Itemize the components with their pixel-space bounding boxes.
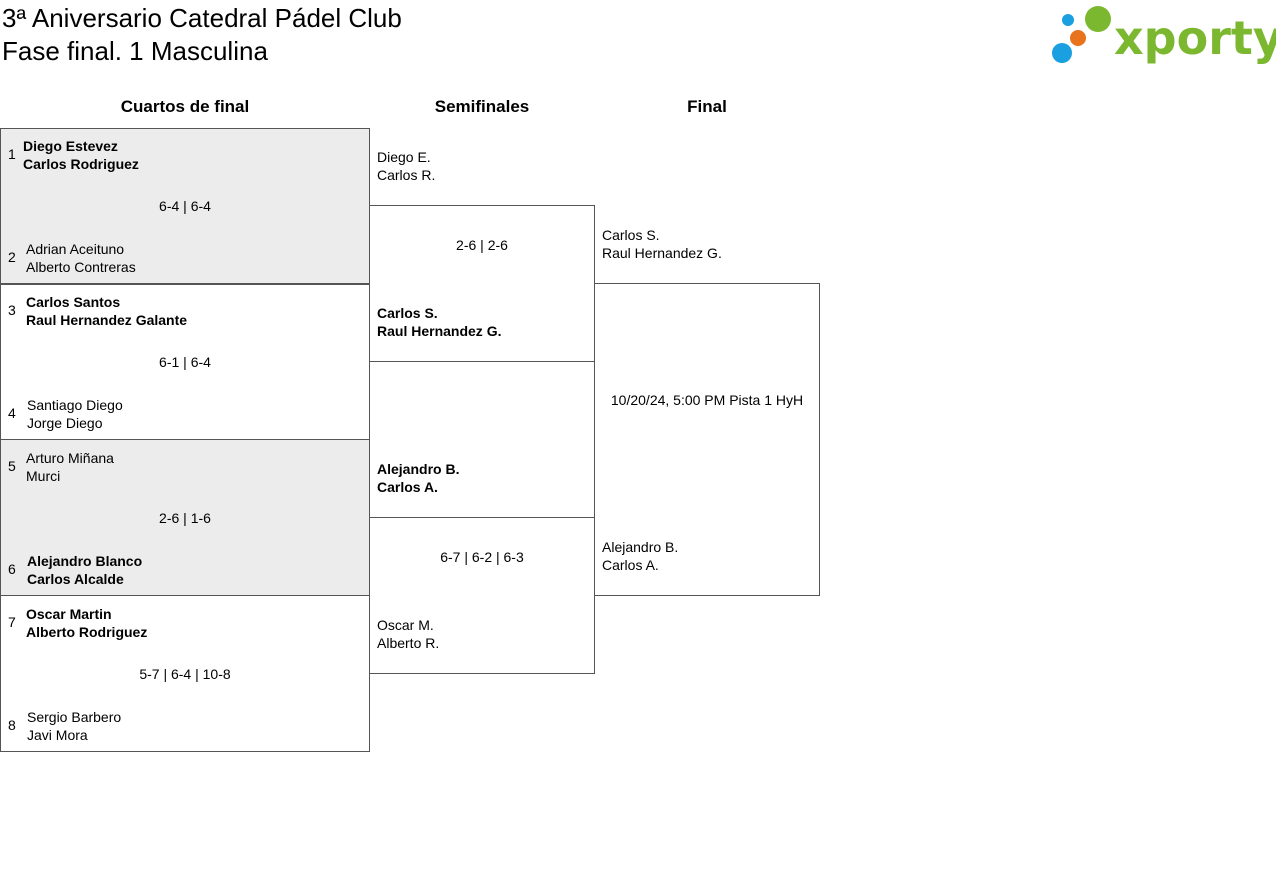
semifinal-2-team-top: Alejandro B. Carlos A. — [377, 460, 459, 496]
semifinal-1-team-top: Diego E. Carlos R. — [377, 148, 435, 184]
player-name: Raul Hernandez G. — [602, 245, 722, 261]
logo-dot-blue-top — [1062, 14, 1074, 26]
quarterfinal-match-3[interactable]: 5 Arturo Miñana Murci 2-6 | 1-6 6 Alejan… — [0, 439, 370, 596]
player-name: Alberto Contreras — [26, 259, 136, 275]
player-name: Sergio Barbero — [27, 709, 122, 725]
team-winner: Carlos Santos Raul Hernandez Galante — [26, 293, 187, 329]
player-name: Alejandro B. — [377, 461, 460, 477]
semifinal-match-2[interactable]: 6-7 | 6-2 | 6-3 Oscar M. Alberto R. — [369, 517, 595, 674]
player-name: Murci — [26, 468, 61, 484]
player-name: Adrian Aceituno — [26, 241, 125, 257]
player-name: Alejandro Blanco — [27, 553, 143, 569]
match-schedule: 10/20/24, 5:00 PM Pista 1 HyH — [610, 392, 804, 408]
seed-number: 8 — [8, 717, 16, 733]
match-score: 5-7 | 6-4 | 10-8 — [139, 666, 231, 682]
player-name: Raul Hernandez G. — [377, 323, 502, 339]
tournament-subtitle: Fase final. 1 Masculina — [2, 36, 268, 66]
seed-number: 5 — [8, 458, 16, 474]
team-loser: Santiago Diego Jorge Diego — [27, 396, 123, 432]
round-header-final: Final — [687, 97, 727, 116]
team-winner: Diego Estevez Carlos Rodriguez — [23, 137, 139, 173]
logo-dot-blue-bottom — [1052, 43, 1072, 63]
round-header-quarterfinals: Cuartos de final — [120, 97, 250, 116]
semifinal-2-team-bottom: Oscar M. Alberto R. — [377, 616, 439, 652]
match-score: 6-4 | 6-4 — [159, 198, 211, 214]
quarterfinal-match-4[interactable]: 7 Oscar Martin Alberto Rodriguez 5-7 | 6… — [0, 595, 370, 752]
player-name: Diego Estevez — [23, 138, 118, 154]
final-match[interactable]: 10/20/24, 5:00 PM Pista 1 HyH Alejandro … — [594, 283, 820, 596]
seed-number: 4 — [8, 405, 16, 421]
seed-number: 1 — [8, 146, 16, 162]
player-name: Alberto R. — [377, 635, 440, 651]
team-winner: Alejandro Blanco Carlos Alcalde — [27, 552, 142, 588]
semifinal-match-1[interactable]: 2-6 | 2-6 Carlos S. Raul Hernandez G. — [369, 205, 595, 362]
player-name: Javi Mora — [27, 727, 88, 743]
tournament-title: 3ª Aniversario Catedral Pádel Club — [2, 3, 402, 33]
player-name: Oscar M. — [377, 617, 434, 633]
match-score: 2-6 | 1-6 — [159, 510, 211, 526]
team-loser: Sergio Barbero Javi Mora — [27, 708, 121, 744]
quarterfinal-match-1[interactable]: 1 Diego Estevez Carlos Rodriguez 6-4 | 6… — [0, 128, 370, 285]
player-name: Carlos S. — [602, 227, 660, 243]
seed-number: 6 — [8, 561, 16, 577]
round-header-semifinals: Semifinales — [434, 97, 530, 116]
player-name: Carlos Rodriguez — [23, 156, 139, 172]
final-team-top: Carlos S. Raul Hernandez G. — [602, 226, 722, 262]
semifinal-1-team-bottom: Carlos S. Raul Hernandez G. — [377, 304, 501, 340]
player-name: Jorge Diego — [27, 415, 103, 431]
final-team-bottom: Alejandro B. Carlos A. — [602, 538, 678, 574]
player-name: Carlos A. — [602, 557, 659, 573]
xporty-logo: xporty — [1052, 6, 1276, 65]
player-name: Carlos A. — [377, 479, 438, 495]
player-name: Oscar Martin — [26, 606, 112, 622]
player-name: Alberto Rodriguez — [26, 624, 148, 640]
seed-number: 3 — [8, 302, 16, 318]
player-name: Carlos S. — [377, 305, 438, 321]
team-winner: Oscar Martin Alberto Rodriguez — [26, 605, 147, 641]
seed-number: 7 — [8, 614, 16, 630]
player-name: Alejandro B. — [602, 539, 679, 555]
quarterfinal-match-2[interactable]: 3 Carlos Santos Raul Hernandez Galante 6… — [0, 283, 370, 440]
player-name: Carlos R. — [377, 167, 436, 183]
player-name: Carlos Santos — [26, 294, 121, 310]
player-name: Diego E. — [377, 149, 431, 165]
logo-dot-orange — [1070, 30, 1086, 46]
player-name: Carlos Alcalde — [27, 571, 124, 587]
player-name: Arturo Miñana — [26, 450, 114, 466]
logo-dot-green — [1085, 6, 1111, 32]
seed-number: 2 — [8, 249, 16, 265]
logo-text: xporty — [1114, 11, 1276, 65]
player-name: Santiago Diego — [27, 397, 123, 413]
match-score: 6-1 | 6-4 — [159, 354, 211, 370]
player-name: Raul Hernandez Galante — [26, 312, 188, 328]
match-score: 2-6 | 2-6 — [456, 237, 508, 253]
team-loser: Arturo Miñana Murci — [26, 449, 114, 485]
team-loser: Adrian Aceituno Alberto Contreras — [26, 240, 136, 276]
match-score: 6-7 | 6-2 | 6-3 — [440, 549, 524, 565]
